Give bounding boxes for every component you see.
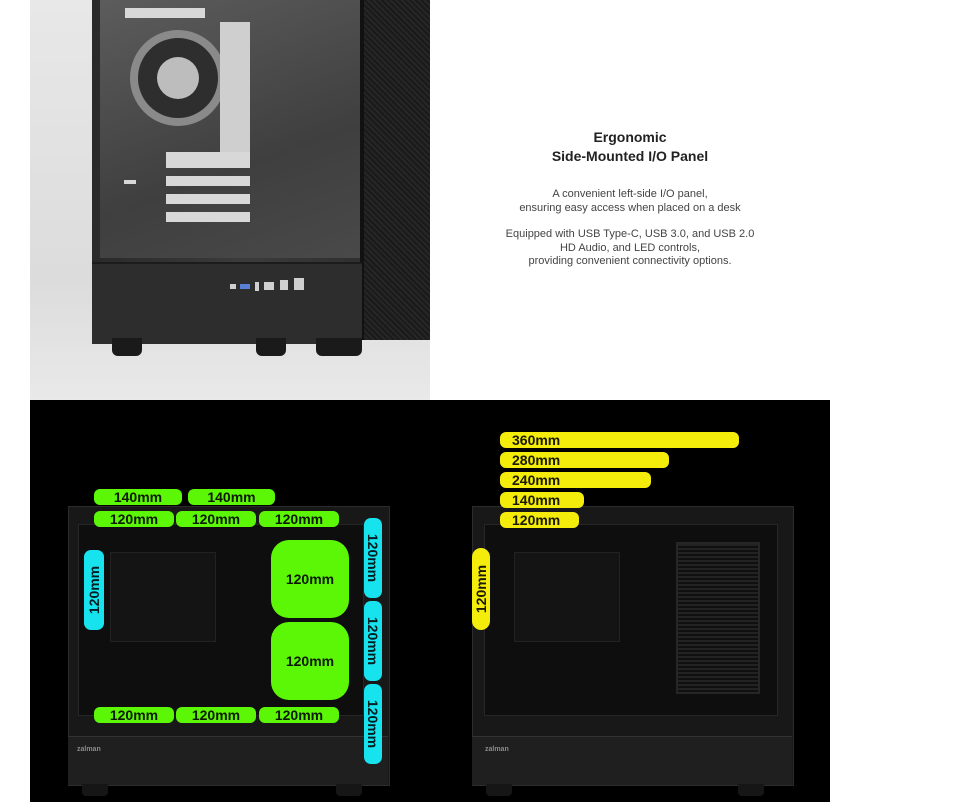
interior-fan-120-label: 120mm xyxy=(271,540,349,618)
front-fan-label-text: 120mm xyxy=(365,616,382,666)
case-foot xyxy=(256,338,286,356)
rear-fan-label-text: 120mm xyxy=(86,565,103,615)
rear-radiator-label-text: 120mm xyxy=(473,564,490,614)
io-port-icon xyxy=(230,284,236,289)
front-fan-120-label: 120mm xyxy=(364,684,382,764)
radiator-280-label: 280mm xyxy=(500,452,669,468)
feature-paragraph-2: Equipped with USB Type-C, USB 3.0, and U… xyxy=(470,228,790,269)
usb-port-icon xyxy=(240,284,250,289)
bottom-fan-120-label: 120mm xyxy=(176,707,256,723)
rear-radiator-120-label: 120mm xyxy=(472,548,490,630)
interior-fan-120-label: 120mm xyxy=(271,622,349,700)
case-foot xyxy=(82,784,108,796)
radiator-120-label: 120mm xyxy=(500,512,579,528)
front-fan-label-text: 120mm xyxy=(365,533,382,583)
feature-title: Ergonomic Side-Mounted I/O Panel xyxy=(470,128,790,166)
front-fan-mesh xyxy=(676,542,760,694)
cable-cutout xyxy=(220,22,250,157)
text-line: providing convenient connectivity option… xyxy=(528,255,732,267)
motherboard-tray xyxy=(110,552,216,642)
pci-slot xyxy=(166,176,250,186)
case-foot xyxy=(738,784,764,796)
front-fan-label-text: 120mm xyxy=(365,699,382,749)
brand-logo: zalman xyxy=(77,746,101,753)
audio-port-icon xyxy=(255,282,259,291)
bottom-fan-120-label: 120mm xyxy=(94,707,174,723)
left-case-front-panel xyxy=(68,736,388,785)
right-case-front-panel xyxy=(472,736,792,785)
usb-port-icon xyxy=(264,282,274,290)
fan-support-diagram: zalman 140mm 140mm 120mm 120mm 120mm 120… xyxy=(30,400,830,802)
top-fan-140-label: 140mm xyxy=(94,489,182,505)
feature-title-line1: Ergonomic xyxy=(593,129,667,145)
power-button-icon xyxy=(280,280,288,290)
text-line: Equipped with USB Type-C, USB 3.0, and U… xyxy=(505,228,755,240)
text-line: ensuring easy access when placed on a de… xyxy=(519,201,741,214)
bottom-fan-120-label: 120mm xyxy=(259,707,339,723)
case-base xyxy=(92,262,362,344)
top-fan-120-label: 120mm xyxy=(176,511,256,527)
feature-title-line2: Side-Mounted I/O Panel xyxy=(551,148,709,164)
radiator-140-label: 140mm xyxy=(500,492,584,508)
feature-paragraph-1: A convenient left-side I/O panel, ensuri… xyxy=(470,188,790,215)
feature-description: Ergonomic Side-Mounted I/O Panel A conve… xyxy=(470,128,790,269)
led-indicator xyxy=(124,180,136,184)
pci-slot xyxy=(166,194,250,204)
rear-fan-120-label: 120mm xyxy=(84,550,104,630)
front-mesh-panel xyxy=(360,0,430,340)
top-fan-120-label: 120mm xyxy=(259,511,339,527)
motherboard-tray xyxy=(514,552,620,642)
case-foot xyxy=(112,338,142,356)
brand-logo: zalman xyxy=(485,746,509,753)
rear-fan xyxy=(130,30,226,126)
pci-slot xyxy=(166,212,250,222)
top-fan-140-label: 140mm xyxy=(188,489,275,505)
text-line: A convenient left-side I/O panel, xyxy=(552,188,708,200)
rear-fan-hub xyxy=(157,57,199,99)
vent-strip xyxy=(125,8,205,18)
radiator-240-label: 240mm xyxy=(500,472,651,488)
top-fan-120-label: 120mm xyxy=(94,511,174,527)
pci-slot-cover xyxy=(166,152,250,168)
radiator-360-label: 360mm xyxy=(500,432,739,448)
hero-product-photo xyxy=(30,0,430,400)
case-foot xyxy=(336,784,362,796)
text-line: HD Audio, and LED controls, xyxy=(559,241,701,254)
case-foot xyxy=(316,338,362,356)
led-button-icon xyxy=(294,278,304,290)
front-fan-120-label: 120mm xyxy=(364,518,382,598)
case-foot xyxy=(486,784,512,796)
front-fan-120-label: 120mm xyxy=(364,601,382,681)
